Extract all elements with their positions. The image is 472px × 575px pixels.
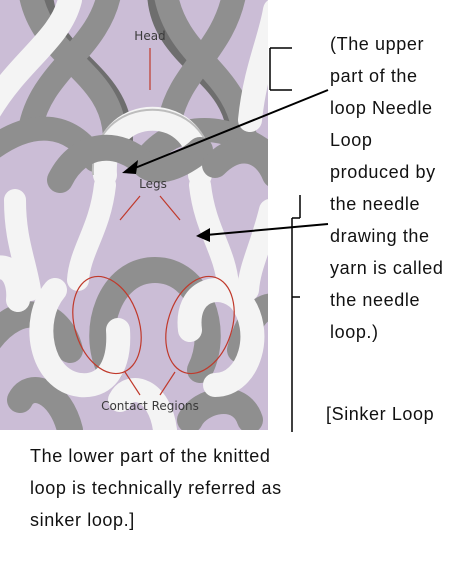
sinker-loop-bracket [292, 195, 300, 432]
needle-loop-note: (The upper part of the loop Needle Loop … [330, 28, 443, 348]
needle-note-line: the needle [330, 188, 443, 220]
needle-note-line: produced by [330, 156, 443, 188]
head-label: Head [134, 29, 165, 43]
contact-regions-label: Contact Regions [101, 399, 199, 413]
sinker-note-line: loop is technically referred as [30, 472, 282, 504]
needle-note-line: part of the [330, 60, 443, 92]
needle-note-line: drawing the [330, 220, 443, 252]
needle-note-line: Loop [330, 124, 443, 156]
needle-note-line: loop Needle [330, 92, 443, 124]
needle-note-line: the needle [330, 284, 443, 316]
needle-loop-bracket [270, 48, 292, 90]
sinker-note-line: The lower part of the knitted [30, 440, 282, 472]
needle-note-line: (The upper [330, 28, 443, 60]
needle-note-line: yarn is called [330, 252, 443, 284]
sinker-loop-note: The lower part of the knitted loop is te… [30, 440, 282, 536]
needle-note-line: loop.) [330, 316, 443, 348]
sinker-loop-heading: [Sinker Loop [326, 400, 434, 428]
knit-photo: Head Legs Contact Regions [0, 0, 280, 430]
sinker-note-line: sinker loop.] [30, 504, 282, 536]
legs-label: Legs [139, 177, 167, 191]
